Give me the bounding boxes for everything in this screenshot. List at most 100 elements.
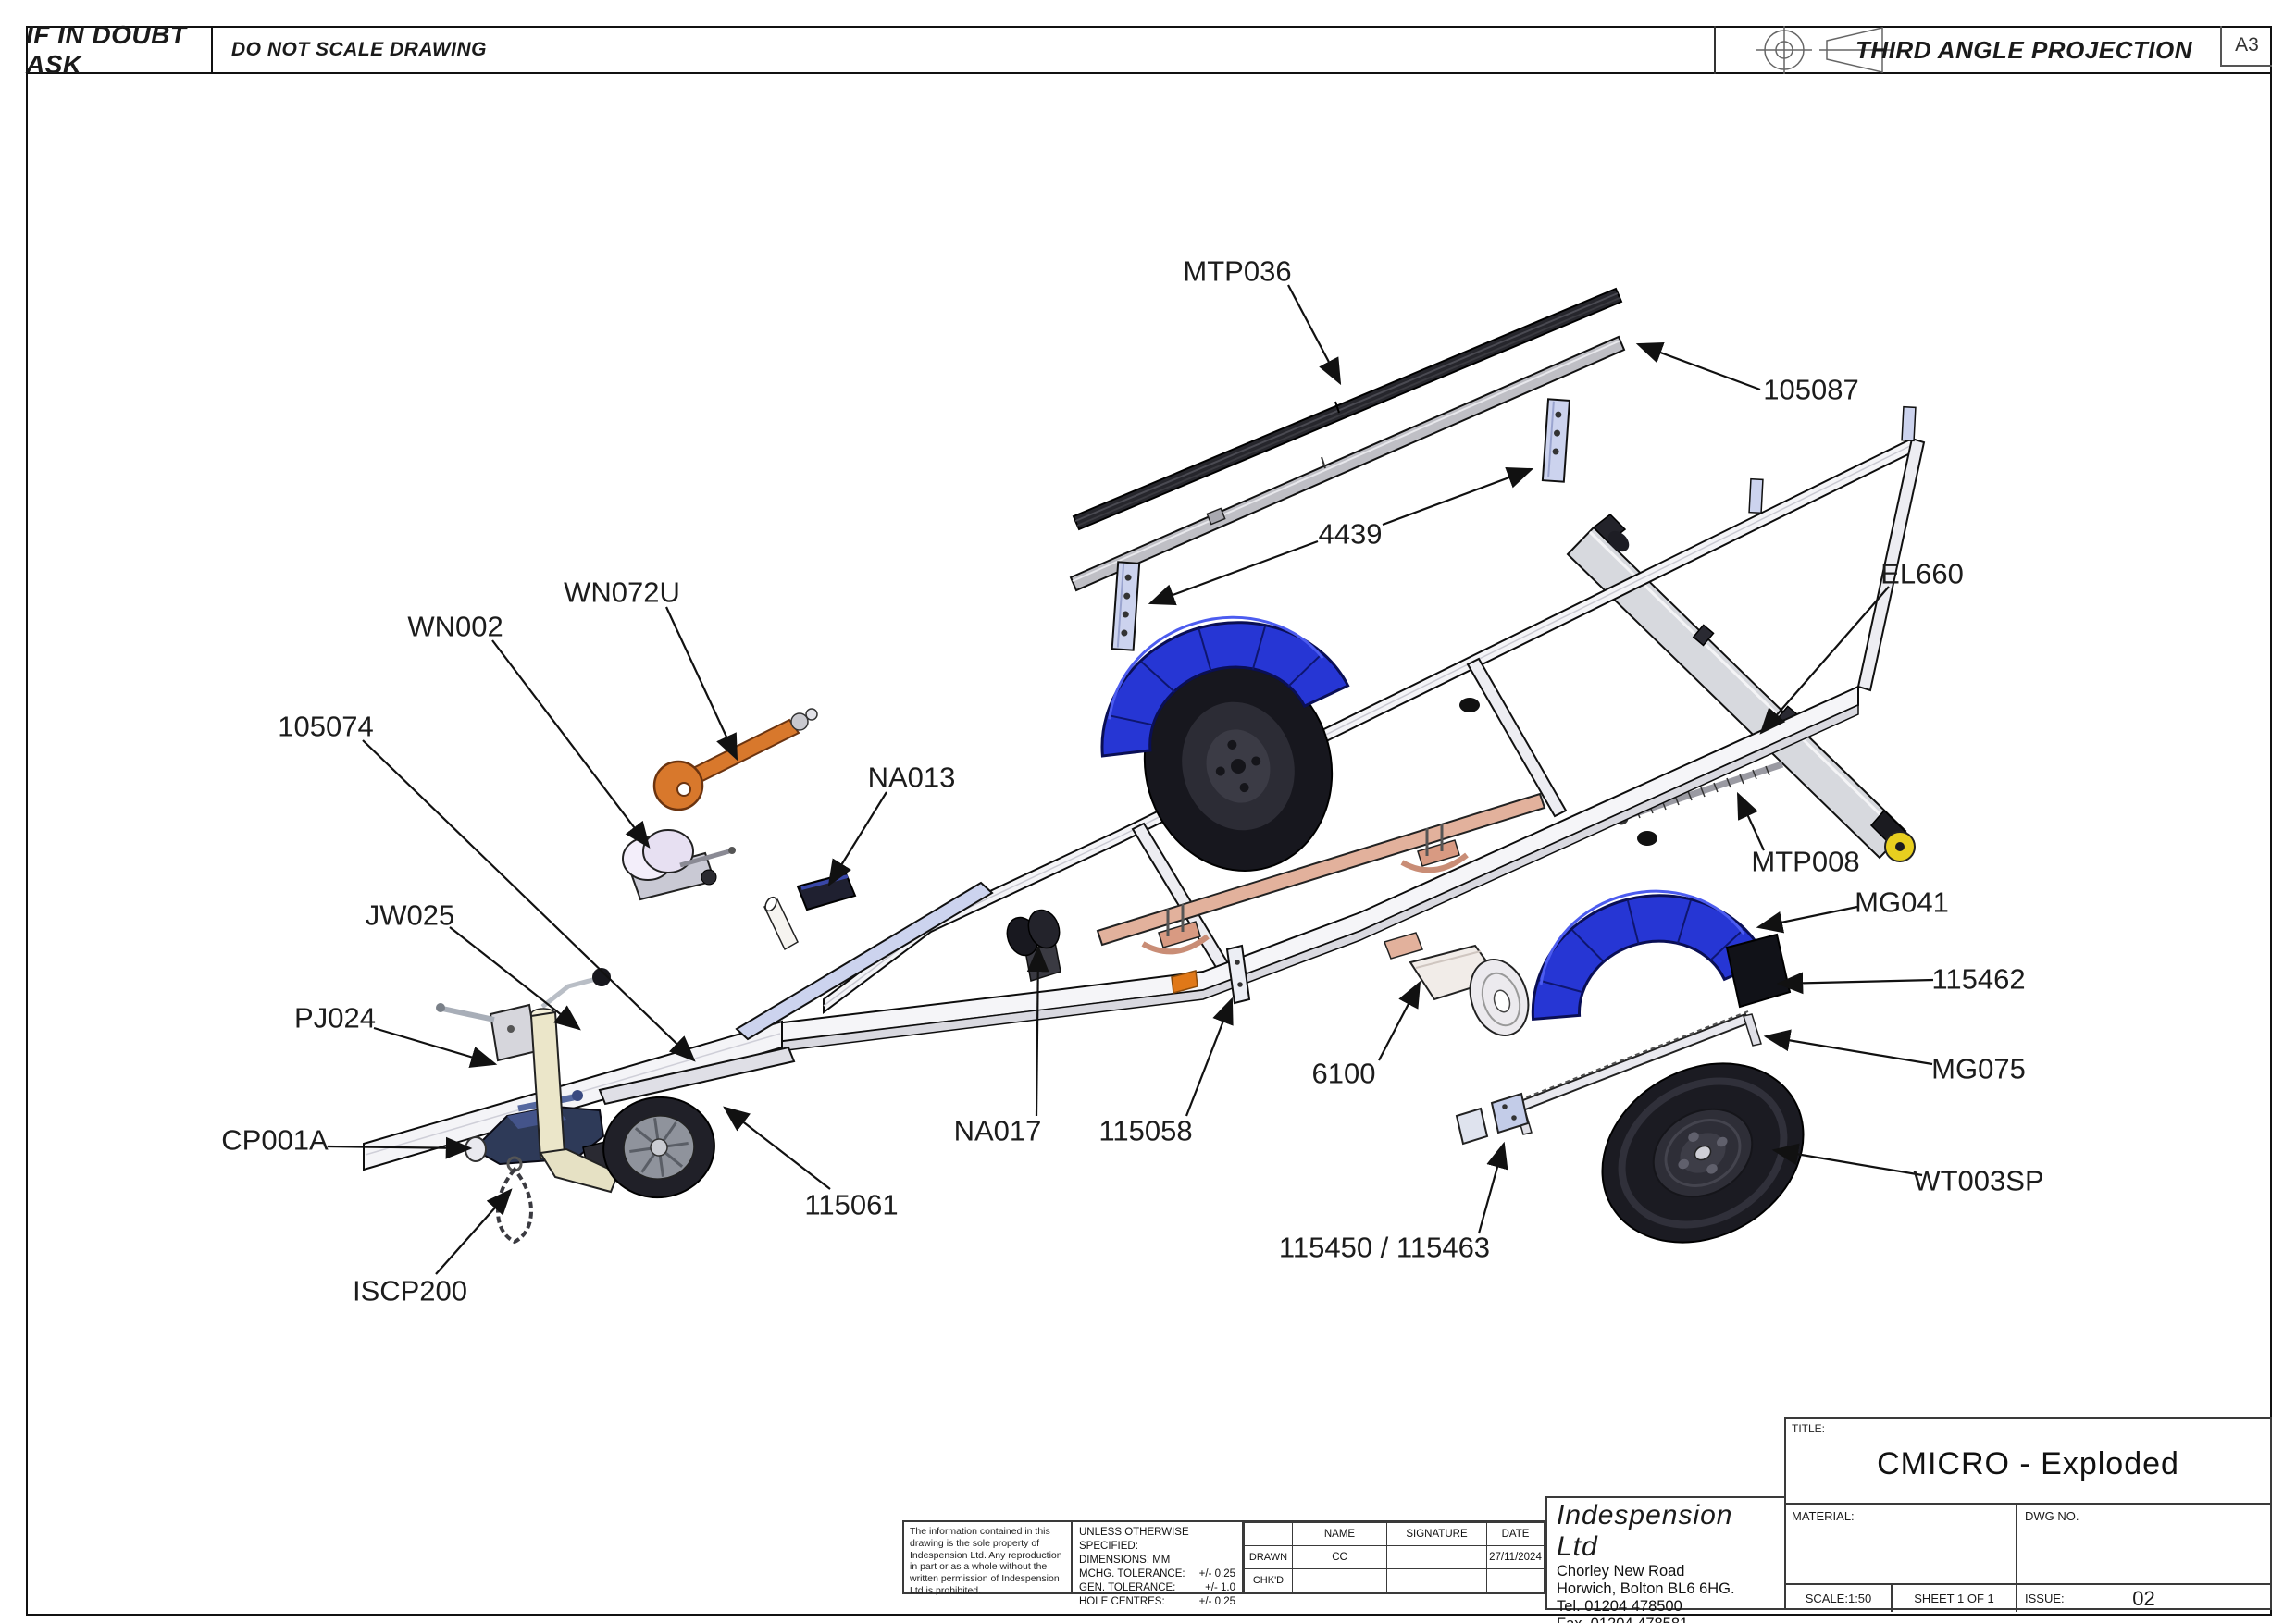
third-angle-projection-icon [1756,26,1892,74]
leader-line-115462 [1776,972,1934,995]
leader-line-NA013 [827,791,887,887]
leader-line-JW025 [449,926,581,1031]
tolerance-block: UNLESS OTHERWISE SPECIFIED: DIMENSIONS: … [1071,1520,1244,1607]
col-name: NAME [1292,1522,1387,1546]
leader-line-4439 [1382,466,1534,527]
table-row: CHK'D [1244,1568,1545,1592]
leader-line-MTP008 [1737,791,1765,851]
tolerance-dimensions: DIMENSIONS: MM [1079,1554,1171,1566]
part-label-4439: 4439 [1319,518,1383,551]
part-label-105087: 105087 [1763,374,1858,406]
part-label-PJ024: PJ024 [294,1002,376,1035]
tolerance-row: MCHG. TOLERANCE: +/- 0.25 [1079,1567,1235,1580]
side-member-part [1069,335,1626,592]
col-date: DATE [1486,1522,1545,1546]
chkd-name [1292,1568,1387,1592]
part-label-JW025: JW025 [366,899,454,932]
leader-line-ISCP200 [435,1188,513,1275]
part-label-MTP036: MTP036 [1183,255,1291,288]
mounted-mudguard [1100,615,1350,758]
winch-part [622,829,736,901]
material-cell: MATERIAL: [1786,1505,2017,1583]
chkd-label: CHK'D [1244,1568,1293,1592]
winch-post-group [598,872,994,1106]
bunk-post-right [1541,398,1571,483]
tolerance-heading: UNLESS OTHERWISE SPECIFIED: [1079,1527,1189,1552]
part-label-CP001A: CP001A [221,1124,329,1157]
safety-cable-part [496,1156,533,1245]
projection-label: THIRD ANGLE PROJECTION [1855,35,2192,64]
leader-line-PJ024 [373,1026,498,1068]
leader-line-6100 [1378,980,1421,1061]
part-label-NA013: NA013 [868,762,956,794]
part-label-WT003SP: WT003SP [1913,1165,2043,1197]
fixing-plates-part [1455,1092,1530,1146]
warning-text: IF IN DOUBT ASK [26,20,187,79]
signature-table: NAME SIGNATURE DATE DRAWN CC 27/11/2024 … [1242,1520,1546,1594]
tolerance-row: GEN. TOLERANCE: +/- 1.0 [1079,1581,1235,1593]
issue-cell: ISSUE: 02 [2017,1585,2270,1612]
part-label-MTP008: MTP008 [1751,846,1859,878]
leader-line-MG041 [1756,905,1858,934]
company-fax: Fax. 01204 478581 [1557,1616,1775,1623]
bracket-115058 [1225,944,1251,1005]
issue-label: ISSUE: [2025,1592,2065,1605]
leader-line-MG075 [1763,1029,1933,1066]
leader-line-EL660 [1759,586,1890,735]
part-label-NA017: NA017 [954,1115,1042,1147]
chkd-signature [1386,1568,1487,1592]
bunk-post-left [1111,561,1141,651]
drawn-label: DRAWN [1244,1545,1293,1569]
part-label-WN072U: WN072U [564,576,680,609]
leader-line-CP001A [327,1136,473,1159]
part-label-115450 / 115463: 115450 / 115463 [1279,1232,1490,1264]
part-label-MG041: MG041 [1855,886,1949,919]
legal-note: The information contained in this drawin… [902,1520,1073,1596]
leader-line-WT003SP [1771,1143,1923,1177]
leader-line-115061 [723,1106,831,1190]
leader-line-WN002 [491,639,651,849]
page-border [26,26,2272,1616]
header-band: IF IN DOUBT ASK DO NOT SCALE DRAWING THI… [26,20,2272,79]
dwg-no-cell: DWG NO. [2025,1509,2079,1523]
drawn-date: 27/11/2024 [1486,1545,1545,1569]
chkd-date [1486,1568,1545,1592]
part-label-105074: 105074 [278,711,373,743]
warning-box: IF IN DOUBT ASK [26,20,213,79]
spare-wheel-part [1601,1062,1805,1244]
part-label-6100: 6100 [1312,1058,1376,1090]
drawn-name: CC [1292,1545,1387,1569]
tolerance-row: HOLE CENTRES: +/- 0.25 [1079,1595,1235,1607]
part-label-EL660: EL660 [1880,558,1964,590]
company-block: Indespension Ltd Chorley New Road Horwic… [1545,1496,1786,1623]
title-block: TITLE: CMICRO - Exploded MATERIAL: DWG N… [1784,1417,2272,1612]
jockey-wheel-part [529,968,715,1199]
leader-line-WN072U [665,606,738,762]
title-label: TITLE: [1792,1422,1826,1435]
mount-plate-105074 [598,1046,796,1106]
sheet-size-badge: A3 [2220,26,2272,67]
hub-part [1384,932,1530,1037]
header-separator [1714,26,1716,74]
leader-line-105087 [1635,341,1761,391]
col-signature: SIGNATURE [1386,1522,1487,1546]
sheet-cell: SHEET 1 OF 1 [1893,1585,2017,1612]
part-label-MG075: MG075 [1931,1053,2026,1085]
leader-line-105074 [362,739,696,1062]
leader-line-NA017 [1026,945,1049,1117]
axle-assembly [1096,792,1546,955]
company-name: Indespension Ltd [1557,1500,1733,1562]
winch-handle-part [652,708,818,812]
leader-line-MTP036 [1287,284,1342,386]
bunk-rail-part [1072,287,1623,531]
do-not-scale-text: DO NOT SCALE DRAWING [231,39,487,60]
scale-cell: SCALE:1:50 [1786,1585,1893,1612]
leader-line-115450 / 115463 [1477,1141,1508,1234]
side-guide-part [1566,514,1916,862]
part-label-115061: 115061 [804,1189,898,1221]
leader-line-4439 [1148,539,1319,606]
drawn-signature [1386,1545,1487,1569]
part-label-WN002: WN002 [407,611,503,643]
